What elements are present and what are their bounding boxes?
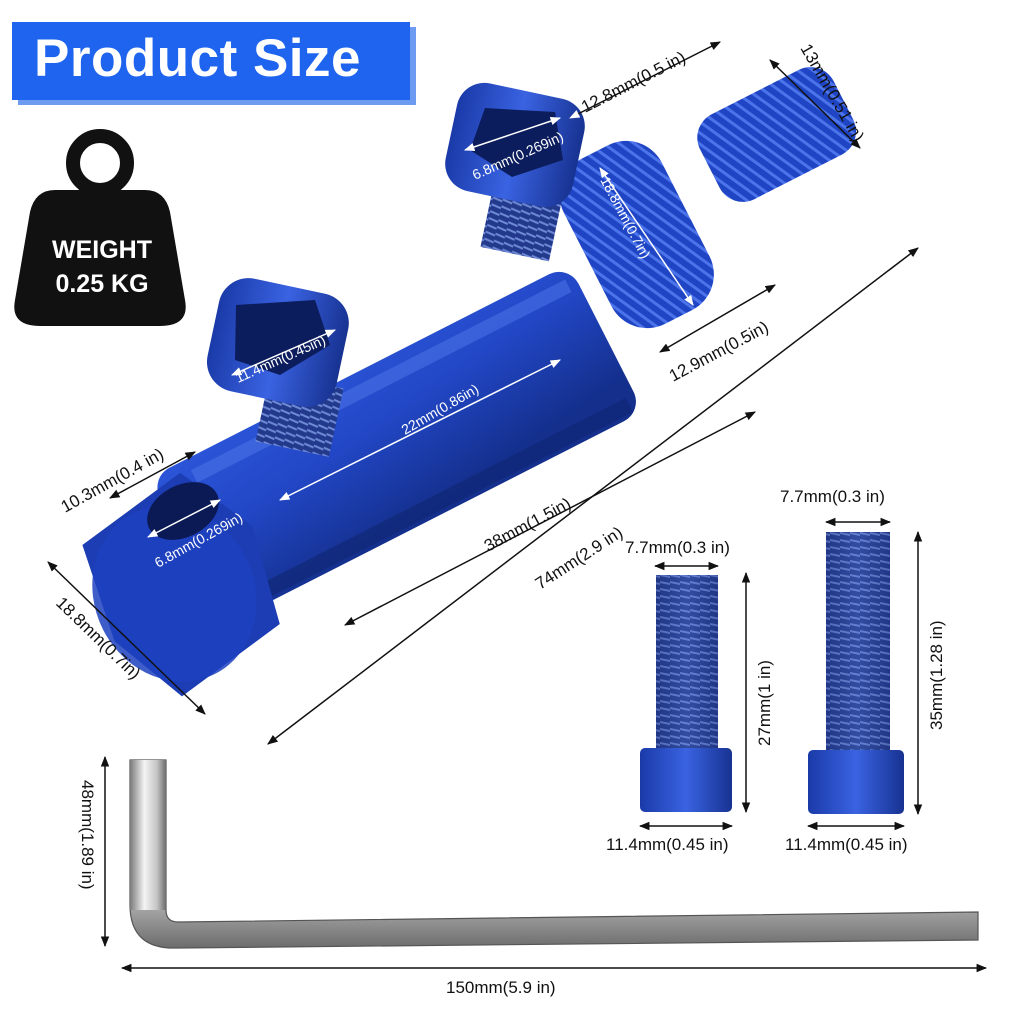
label-long-head-width: 11.4mm(0.45 in) [785,835,908,854]
weight-icon [14,129,186,326]
banner-title: Product Size [34,29,362,88]
label-key-length: 150mm(5.9 in) [446,978,556,997]
screw-short [640,575,732,812]
label-bolt-top-width: 12.8mm(0.5 in) [578,48,688,117]
weight-label: WEIGHT [52,236,152,264]
product-size-banner: Product Size [12,22,410,100]
label-short-head-width: 11.4mm(0.45 in) [606,835,729,854]
label-body-diameter: 12.9mm(0.5in) [666,317,772,385]
label-short-length: 27mm(1 in) [755,660,774,746]
screw-long [808,532,904,814]
label-long-thread-width: 7.7mm(0.3 in) [780,487,885,506]
hex-key [129,759,979,949]
connector-body [82,67,857,697]
knurled-knob [697,67,857,202]
label-short-thread-width: 7.7mm(0.3 in) [625,538,730,557]
weight-value: 0.25 KG [55,270,149,298]
label-key-height: 48mm(1.89 in) [78,780,97,890]
bolt-top [445,82,585,262]
label-total-length: 74mm(2.9 in) [532,523,626,593]
label-long-length: 35mm(1.28 in) [927,620,946,730]
